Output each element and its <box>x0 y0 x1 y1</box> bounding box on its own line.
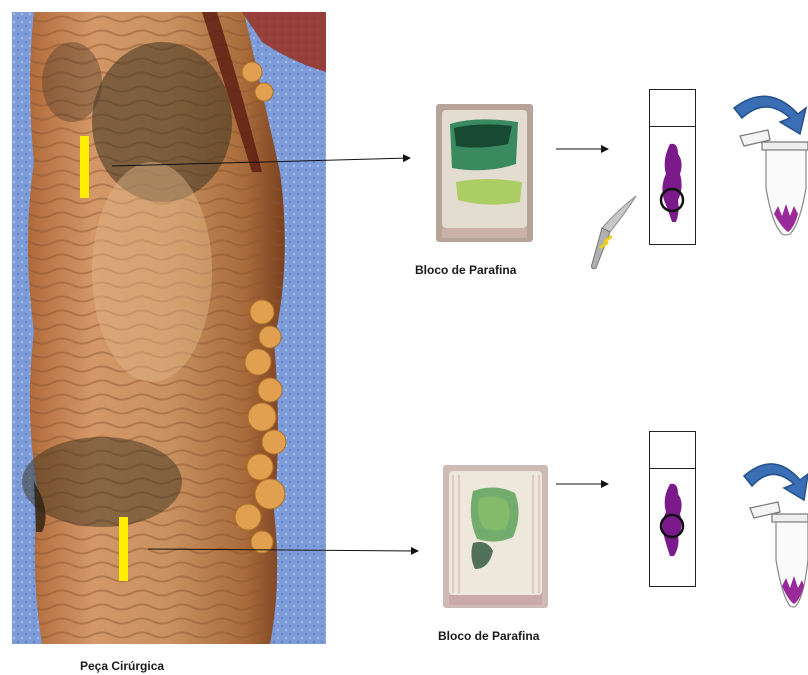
slide-2 <box>649 431 696 587</box>
scalpel-icon <box>588 192 644 274</box>
tissue-section-2 <box>650 480 697 560</box>
block-label-1: Bloco de Parafina <box>415 263 516 277</box>
slide-1 <box>649 89 696 245</box>
arrow-specimen-to-block-1 <box>112 158 410 166</box>
block-label-2: Bloco de Parafina <box>438 629 539 643</box>
tissue-section-1 <box>650 140 697 230</box>
arrow-specimen-to-block-2 <box>148 549 418 551</box>
paraffin-block-2 <box>443 465 548 608</box>
microcentrifuge-tube-icon-1 <box>738 128 808 238</box>
microcentrifuge-tube-icon-2 <box>748 500 808 610</box>
paraffin-block-1 <box>436 104 533 242</box>
